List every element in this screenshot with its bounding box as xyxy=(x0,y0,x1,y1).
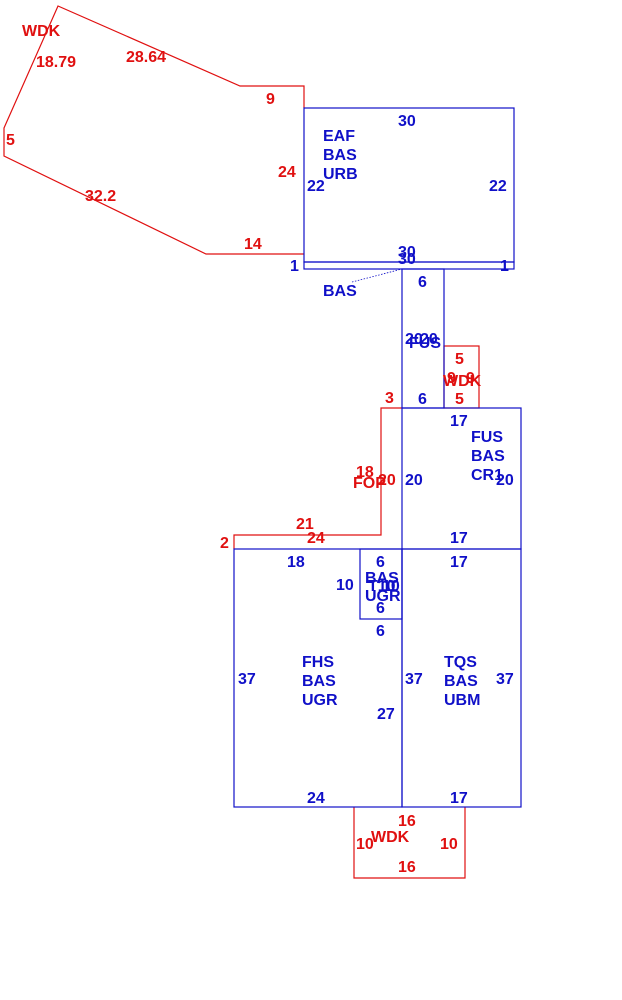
eaf-code: EAF xyxy=(323,128,355,145)
fus-cr1-code: BAS xyxy=(471,448,505,465)
bas-small-side: 6 xyxy=(376,623,385,640)
fus-cr1-code: CR1 xyxy=(471,467,503,484)
wdk-bottom-side: 16 xyxy=(398,859,416,876)
fop-side: 2 xyxy=(220,535,229,552)
fus-cr1-side: 17 xyxy=(450,530,468,547)
fhs-side: 27 xyxy=(377,706,395,723)
bas-small-side: 10 xyxy=(336,577,354,594)
fop-side: 18 xyxy=(356,464,374,481)
tqs-side: 17 xyxy=(450,790,468,807)
wdk-bottom-outline xyxy=(353,807,466,879)
wdk-top-side: 5 xyxy=(6,132,15,149)
wdk-top-side: 14 xyxy=(244,236,262,253)
wdk-top-side: 32.2 xyxy=(85,188,116,205)
tqs-code: TQS xyxy=(444,654,477,671)
wdk-small-side: 9 xyxy=(466,370,475,387)
wdk-top-side: 28.64 xyxy=(126,49,166,66)
fus-cr1-side: 20 xyxy=(496,472,514,489)
wdk-small-side: 5 xyxy=(455,351,464,368)
fus-cr1-side: 17 xyxy=(450,413,468,430)
fhs-side: 24 xyxy=(307,790,325,807)
tqs-code: BAS xyxy=(444,673,478,690)
bas-small-code: UGR xyxy=(365,588,401,605)
fop-outline xyxy=(233,407,402,549)
fhs-code: FHS xyxy=(302,654,334,671)
bas-small-overlap: T10 xyxy=(368,578,396,595)
bas-label: BAS xyxy=(323,283,357,300)
eaf-side: 30 xyxy=(398,251,416,268)
wdk-bottom-side: 10 xyxy=(356,836,374,853)
tqs-outline xyxy=(401,548,522,808)
eaf-code: BAS xyxy=(323,147,357,164)
wdk-bottom-side: 16 xyxy=(398,813,416,830)
fop-side: 3 xyxy=(385,390,394,407)
eaf-side: 30 xyxy=(398,113,416,130)
fhs-side: 37 xyxy=(238,671,256,688)
eaf-side: 22 xyxy=(307,178,325,195)
wdk-top-outline xyxy=(3,5,305,255)
bas-small-side: 6 xyxy=(376,554,385,571)
wdk-bottom-side: 10 xyxy=(440,836,458,853)
fhs-code: BAS xyxy=(302,673,336,690)
fus-narrow-side: 20 xyxy=(405,331,423,348)
fhs-code: UGR xyxy=(302,692,338,709)
fus-narrow-side: 6 xyxy=(418,391,427,408)
bas-small-side: 6 xyxy=(376,600,385,617)
fus-cr1-code: FUS xyxy=(471,429,503,446)
bas-small-code: BAS xyxy=(365,570,399,587)
wdk-top-side: 24 xyxy=(278,164,296,181)
bas-small-outline xyxy=(359,548,403,620)
wdk-top-code: WDK xyxy=(22,23,61,40)
fus-narrow-code: FUS xyxy=(409,335,441,352)
tqs-side: 37 xyxy=(405,671,423,688)
tqs-side: 17 xyxy=(450,554,468,571)
tqs-code: UBM xyxy=(444,692,480,709)
eaf-side: 30 xyxy=(398,244,416,261)
fus-narrow-side: 20 xyxy=(420,331,438,348)
fop-side: 20 xyxy=(378,472,396,489)
fop-side: 21 xyxy=(296,516,314,533)
wdk-top-side: 18.79 xyxy=(36,54,76,71)
eaf-end: 1 xyxy=(290,258,299,275)
fop-side: 24 xyxy=(307,530,325,547)
fus-cr1-side: 20 xyxy=(405,472,423,489)
eaf-side: 22 xyxy=(489,178,507,195)
wdk-top-side: 9 xyxy=(266,91,275,108)
bas-leader-line xyxy=(351,268,403,283)
fop-code: FOP xyxy=(353,475,386,492)
eaf-end: 1 xyxy=(500,258,509,275)
bas-small-side: 10 xyxy=(382,578,400,595)
wdk-small-code: WDK xyxy=(443,373,482,390)
wdk-small-side: 9 xyxy=(447,370,456,387)
fhs-side: 18 xyxy=(287,554,305,571)
wdk-bottom-code: WDK xyxy=(371,829,410,846)
eaf-code: URB xyxy=(323,166,358,183)
tqs-side: 37 xyxy=(496,671,514,688)
wdk-small-side: 5 xyxy=(455,391,464,408)
fus-narrow-side: 6 xyxy=(418,274,427,291)
